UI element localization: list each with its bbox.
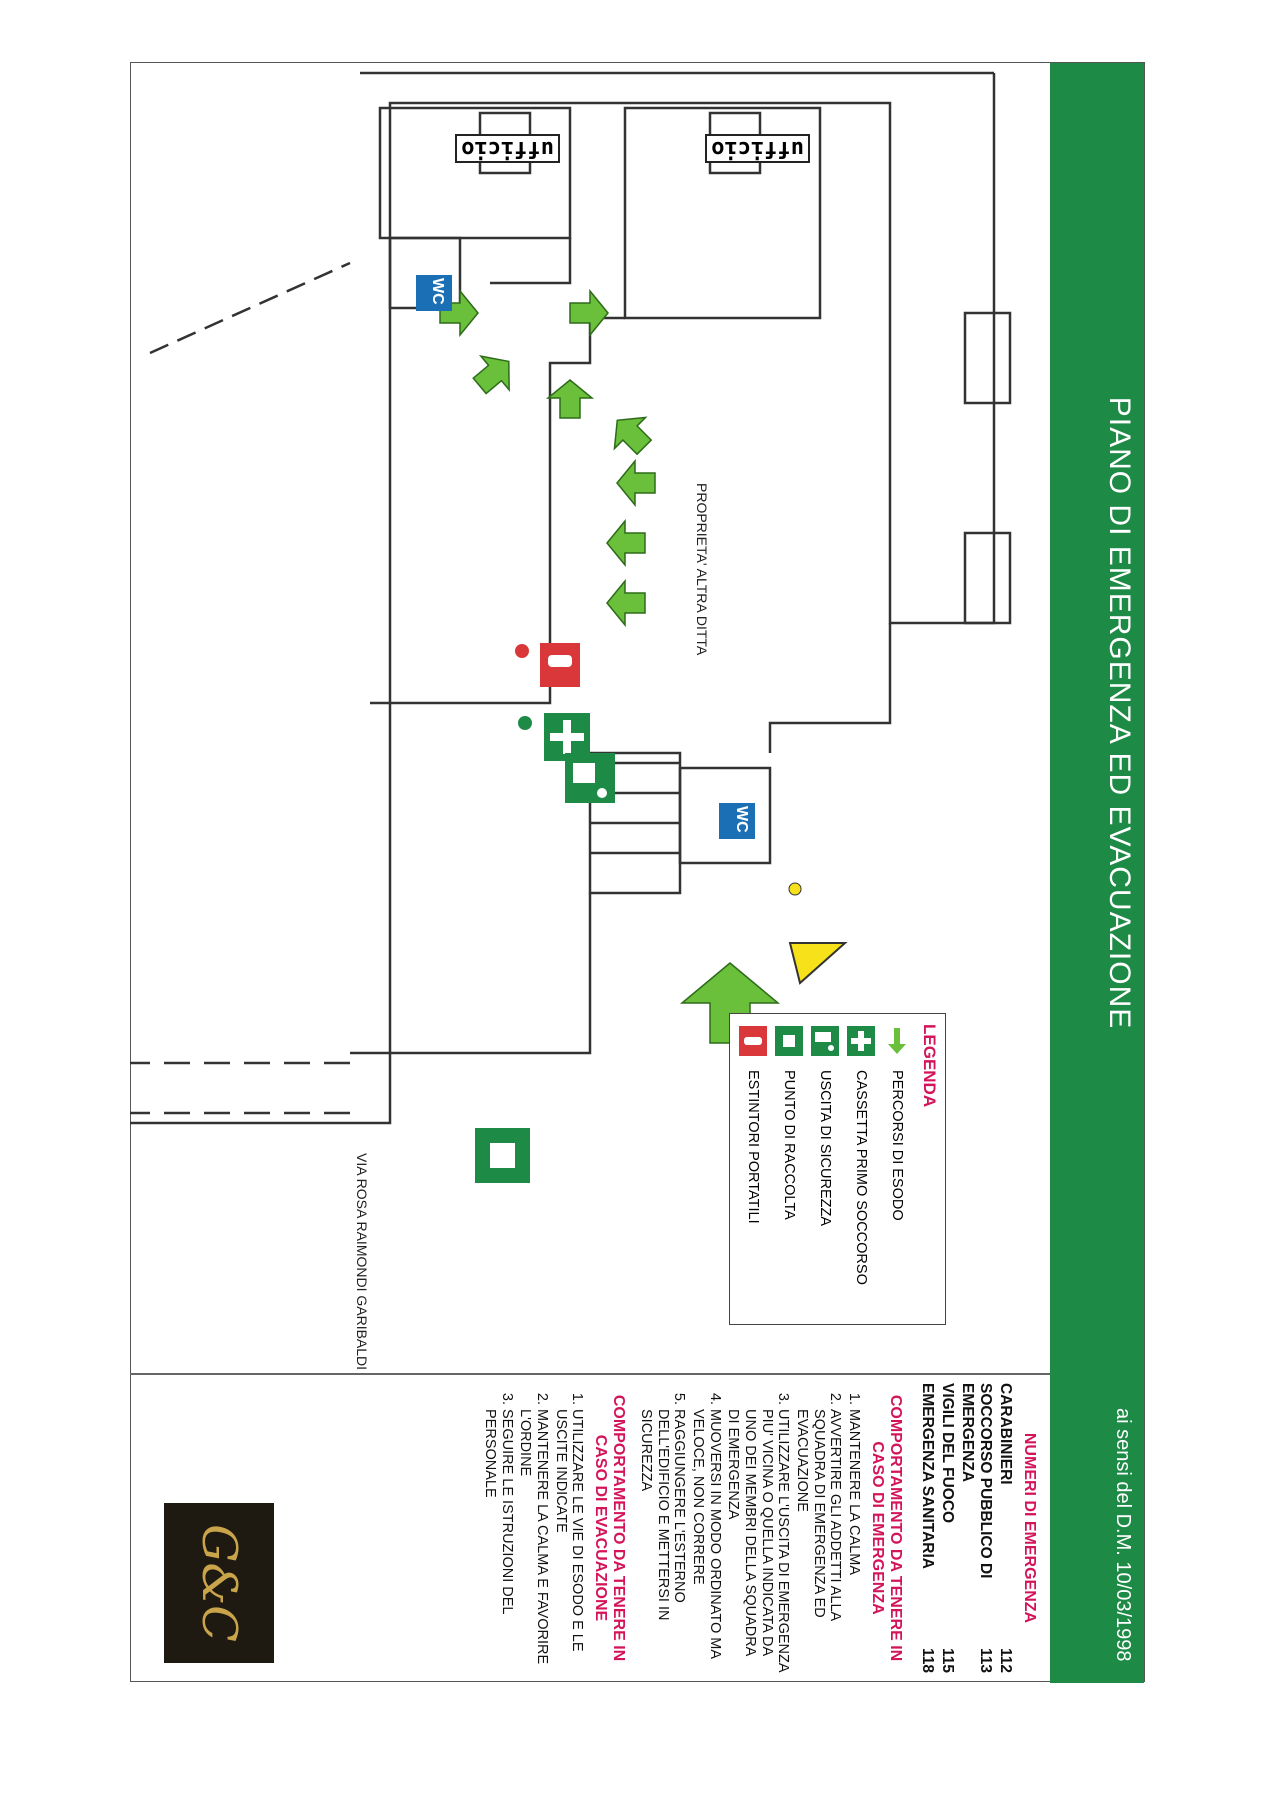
assembly-point-icon: [475, 1128, 530, 1183]
emergency-number-row: VIGILI DEL FUOCO 115: [938, 1383, 956, 1673]
fire-extinguisher-icon: [738, 1024, 768, 1058]
corridor-wall: [570, 316, 625, 365]
emergency-number-row: EMERGENZA SANITARIA 118: [918, 1383, 936, 1673]
arrow-icon: [613, 416, 653, 456]
office-2-label: ufficio: [455, 134, 560, 163]
arrow-icon: [569, 288, 609, 338]
office-1-label: ufficio: [705, 134, 810, 163]
list-item: RAGGIUNGERE L'ESTERNO DELL'EDIFICIO E ME…: [637, 1409, 687, 1673]
emergency-exit-icon: [565, 753, 615, 803]
emergency-number-value: 118: [919, 1647, 936, 1673]
arrow-icon: [472, 355, 510, 395]
legend-item-label: PERCORSI DI ESODO: [889, 1070, 905, 1221]
company-logo: G&C: [164, 1503, 274, 1663]
wc-icon: [416, 275, 452, 311]
property-boundary: [149, 261, 351, 355]
legend-title: LEGENDA: [920, 1024, 939, 1108]
arrow-icon: [439, 288, 479, 338]
emergency-number-label: CARABINIERI: [997, 1383, 1014, 1485]
arrow-icon: [616, 458, 656, 508]
neighbor-property-label: PROPRIETA' ALTRA DITTA: [694, 483, 710, 656]
arrow-icon: [545, 379, 595, 419]
first-aid-icon: [846, 1024, 876, 1058]
floor-plan-drawing: [130, 71, 1012, 1183]
street-label: VIA ROSA RAIMONDI GARIBALDI: [354, 1153, 370, 1371]
logo-text: G&C: [191, 1524, 247, 1642]
main-room-wall-2: [768, 623, 892, 753]
main-room-wall: [370, 361, 570, 705]
list-item: MANTENERE LA CALMA E FAVORIRE L'ORDINE: [517, 1409, 550, 1673]
office-2-walls: [378, 106, 572, 240]
emergency-behaviour-list: MANTENERE LA CALMA AVVERTIRE GLI ADDETTI…: [637, 1383, 862, 1673]
emergency-number-value: 115: [939, 1647, 956, 1673]
list-item: MANTENERE LA CALMA: [845, 1409, 862, 1673]
arrow-icon: [606, 578, 646, 628]
office-1-walls: [623, 106, 822, 320]
legend-item: PUNTO DI RACCOLTA: [773, 1024, 805, 1220]
entrance-wall: [350, 893, 592, 1055]
list-item: SEGUIRE LE ISTRUZIONI DEL PERSONALE: [481, 1409, 515, 1673]
legend-item: ESTINTORI PORTATILI: [737, 1024, 769, 1224]
green-arrow-icon: [882, 1024, 912, 1058]
wc-2-label: WC: [429, 278, 446, 305]
list-item: AVVERTIRE GLI ADDETTI ALLA SQUADRA DI EM…: [793, 1409, 843, 1673]
evacuation-behaviour-title: COMPORTAMENTO DA TENERE IN CASO DI EVACU…: [592, 1394, 628, 1662]
section-divider: [130, 1373, 1050, 1375]
window-2: [963, 531, 1012, 625]
evacuation-behaviour-list: UTILIZZARE LE VIE DI ESODO E LE USCITE I…: [481, 1383, 585, 1673]
list-item: UTILIZZARE LE VIE DI ESODO E LE USCITE I…: [552, 1409, 586, 1673]
emergency-number-row: SOCCORSO PUBBLICO DI EMERGENZA 113: [958, 1383, 994, 1673]
emergency-number-row: CARABINIERI 112: [996, 1383, 1014, 1673]
decree-reference: ai sensi del D.M. 10/03/1998: [1112, 1408, 1134, 1662]
assembly-point-icon: [774, 1024, 804, 1058]
evacuation-poster: PIANO DI EMERGENZA ED EVACUAZIONE ai sen…: [130, 62, 1145, 1683]
page-title: PIANO DI EMERGENZA ED EVACUAZIONE: [1103, 396, 1136, 1030]
emergency-number-label: EMERGENZA SANITARIA: [919, 1383, 936, 1569]
arrow-icon: [606, 518, 646, 568]
emergency-numbers-title: NUMERI DI EMERGENZA: [1021, 1432, 1038, 1624]
title-banner: PIANO DI EMERGENZA ED EVACUAZIONE ai sen…: [1050, 63, 1144, 1683]
fire-extinguisher-icon: [515, 643, 580, 687]
floor-plan: ufficio ufficio WC WC PROPRIETA' ALTRA D…: [130, 63, 1050, 1373]
legend-item-label: USCITA DI SICUREZZA: [817, 1070, 833, 1227]
emergency-number-value: 113: [977, 1647, 994, 1673]
emergency-exit-icon: [810, 1024, 840, 1058]
stair-steps: [590, 761, 680, 855]
wc-icon: [719, 803, 755, 839]
window-1: [963, 311, 1012, 405]
electrical-hazard-icon: [788, 882, 848, 985]
list-item: UTILIZZARE L'USCITA DI EMERGENZA PIU' VI…: [725, 1409, 791, 1673]
legend-item: PERCORSI DI ESODO: [881, 1024, 913, 1221]
wc-1-label: WC: [733, 806, 750, 833]
emergency-behaviour-title: COMPORTAMENTO DA TENERE IN CASO DI EMERG…: [869, 1394, 904, 1662]
legend-item-label: PUNTO DI RACCOLTA: [781, 1070, 797, 1220]
outer-wall: [130, 73, 996, 1125]
emergency-number-label: VIGILI DEL FUOCO: [939, 1383, 956, 1524]
list-item: MUOVERSI IN MODO ORDINATO MA VELOCE, NON…: [689, 1409, 723, 1673]
legend-item-label: CASSETTA PRIMO SOCCORSO: [853, 1070, 869, 1285]
info-panel: NUMERI DI EMERGENZA CARABINIERI 112 SOCCO…: [144, 1383, 1044, 1673]
emergency-number-label: SOCCORSO PUBBLICO DI EMERGENZA: [959, 1383, 994, 1579]
exit-route-arrows: [439, 288, 781, 1044]
first-aid-icon: [518, 713, 590, 761]
legend-item: CASSETTA PRIMO SOCCORSO: [845, 1024, 877, 1285]
legend: LEGENDA PERCORSI DI ESODO CASSETTA PRIMO…: [729, 1013, 946, 1325]
office-2-wall: [490, 238, 572, 285]
legend-item-label: ESTINTORI PORTATILI: [745, 1070, 761, 1224]
emergency-number-value: 112: [997, 1647, 1014, 1673]
legend-item: USCITA DI SICUREZZA: [809, 1024, 841, 1226]
